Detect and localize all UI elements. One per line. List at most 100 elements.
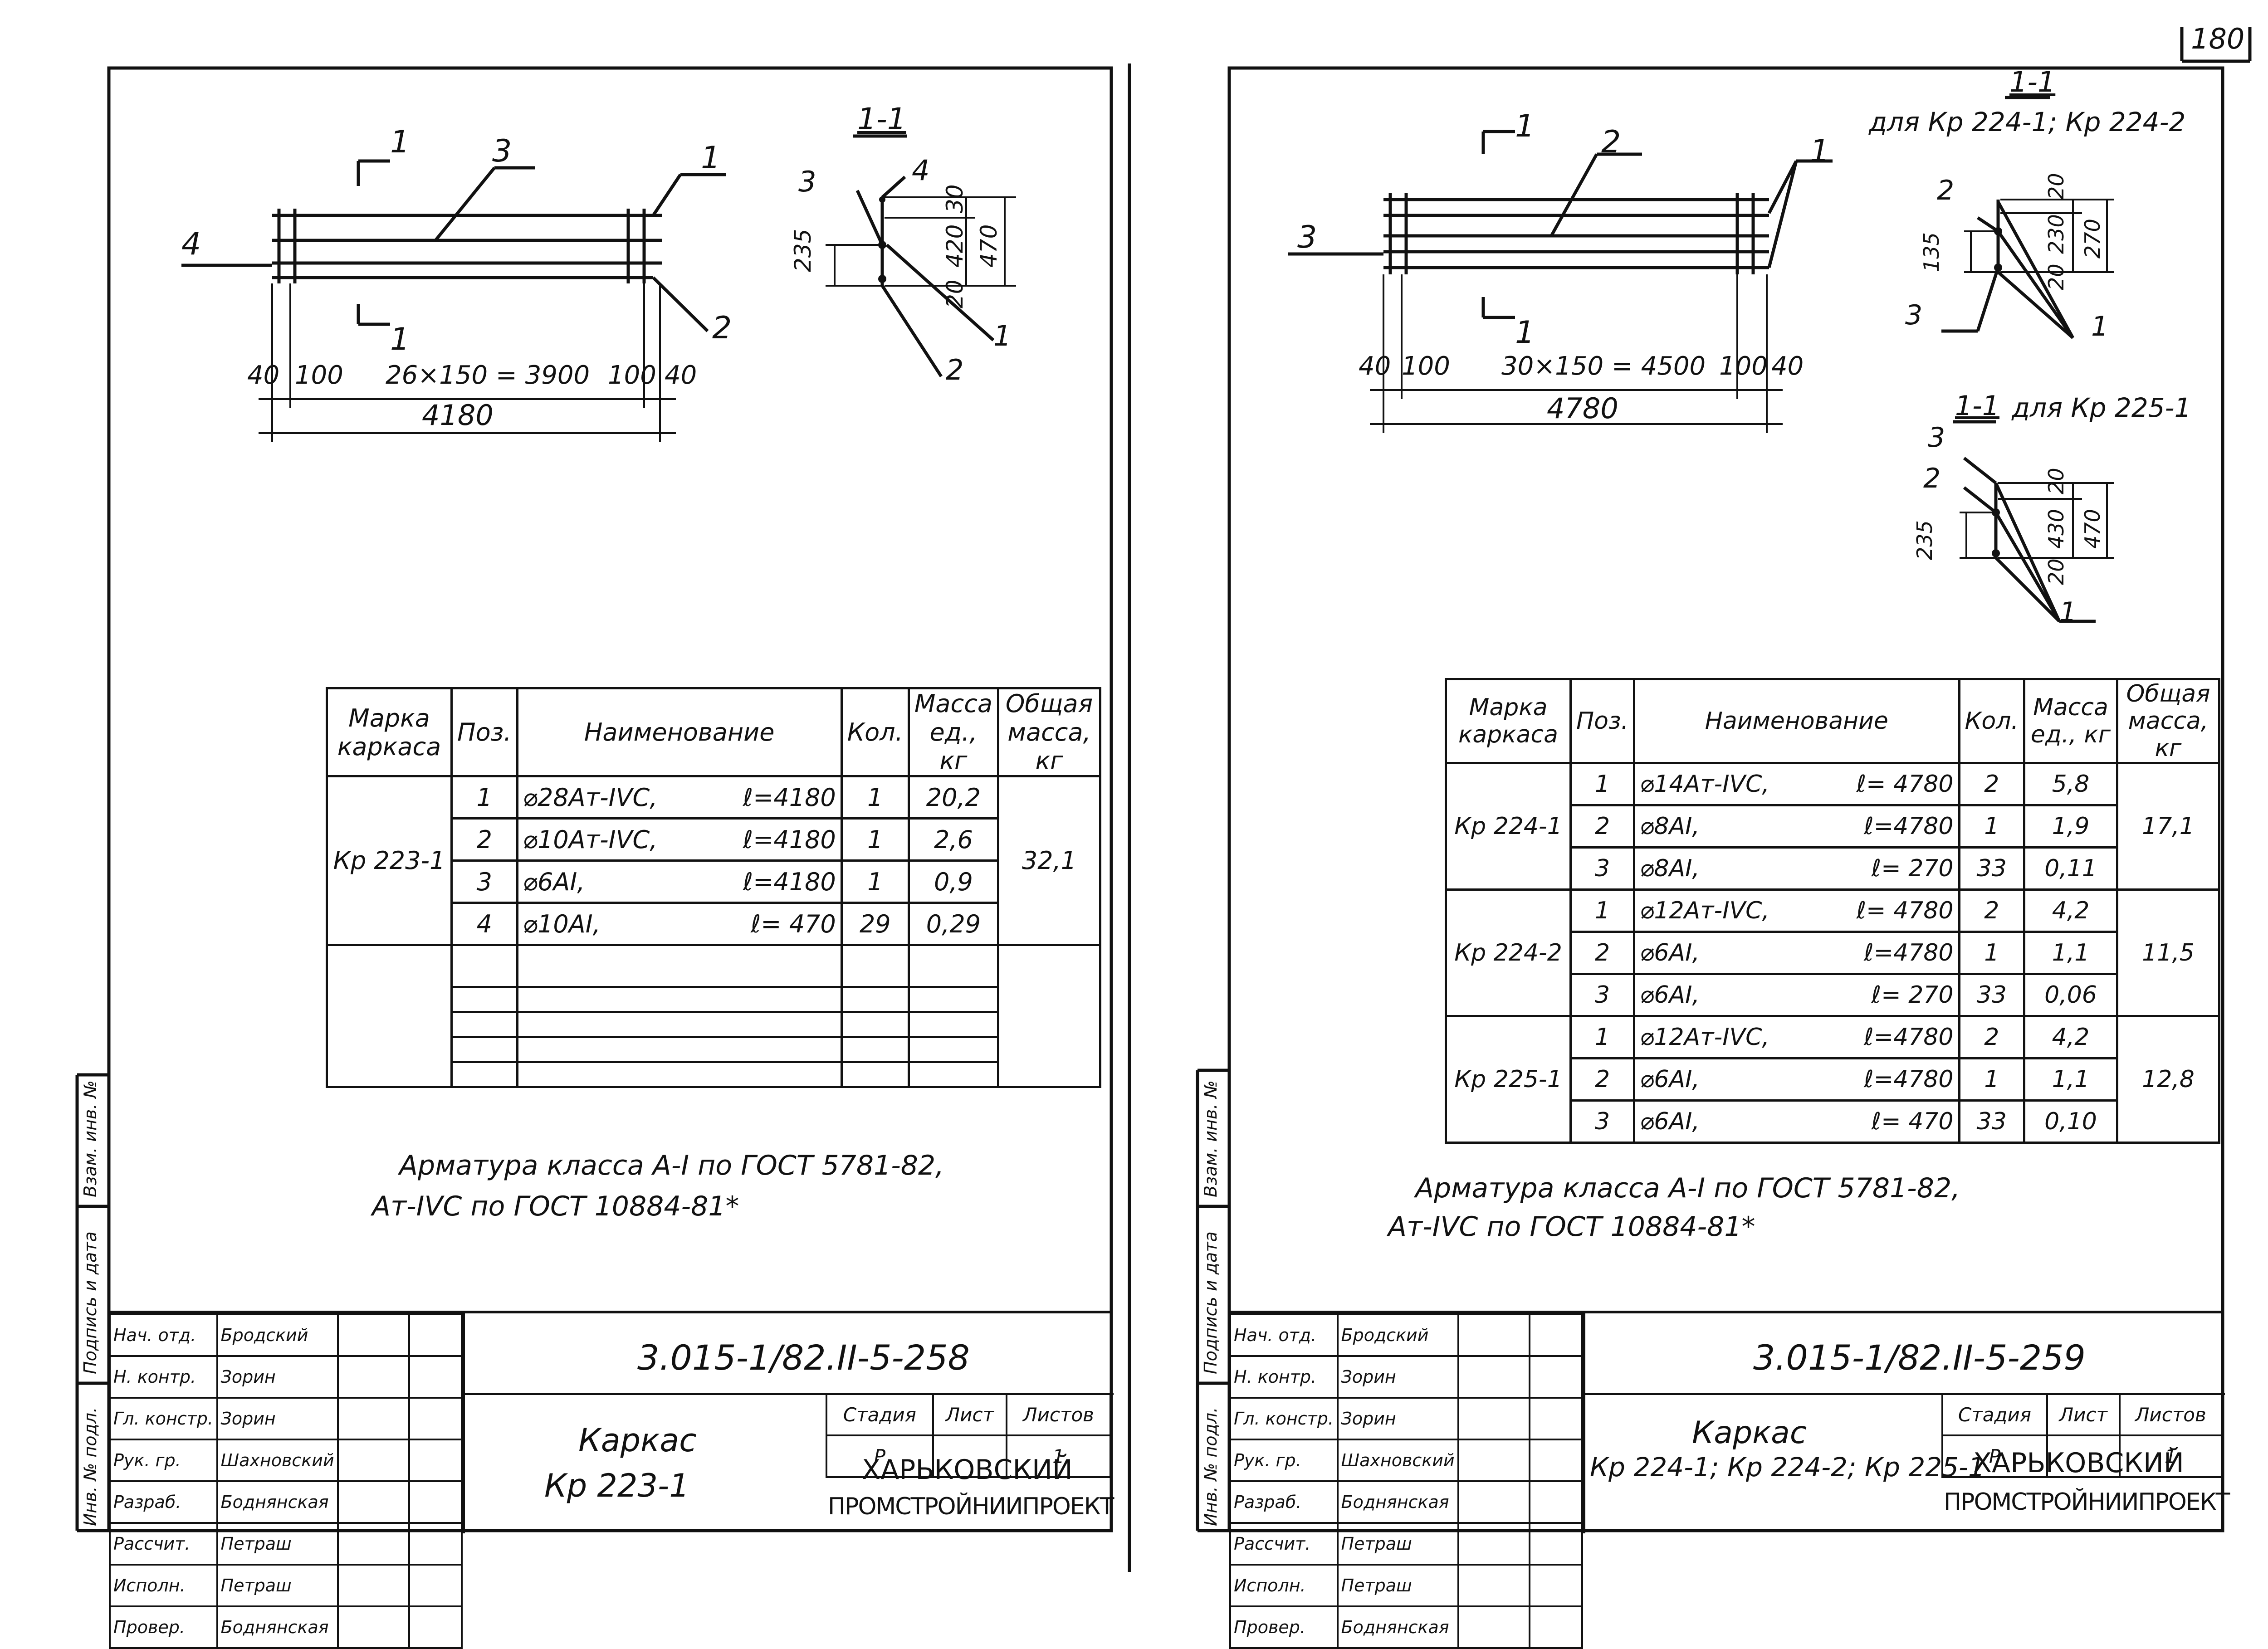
- name-cell: Петраш: [1336, 1564, 1460, 1607]
- col-header-total: Общая масса, кг: [2116, 678, 2220, 764]
- col-header-qty: Кол.: [840, 687, 910, 777]
- section2-dim-20b: 20: [2044, 558, 2068, 585]
- signature-cell: [1457, 1313, 1530, 1357]
- cell-mark: Кр 223-1: [326, 775, 453, 946]
- section-dim-470: 470: [976, 224, 1002, 268]
- cell-len: ℓ=4780: [1818, 1057, 1960, 1102]
- doc-code-box: 3.015-1/82.II-5-259: [1583, 1313, 2225, 1395]
- dim-40-left: 40: [247, 361, 280, 390]
- title-block: Нач. отд.Бродский Н. контр.Зорин Гл. кон…: [109, 1311, 1114, 1649]
- side-label-sign: Подпись и дата: [80, 1231, 100, 1374]
- signature-row: Н. контр.Зорин: [1229, 1355, 1584, 1399]
- signature-row: Рук. гр.Шахновский: [109, 1439, 463, 1482]
- section2-title: 1-1: [1955, 390, 1999, 422]
- cell-name: ⌀28Ат-IVС,: [516, 775, 707, 820]
- section-dim-30: 30: [942, 184, 968, 213]
- role-cell: Нач. отд.: [1229, 1313, 1339, 1357]
- table-row-empty: [327, 1061, 1100, 1088]
- cell-pos: 1: [1569, 1015, 1636, 1059]
- pos-label-3: 3: [1297, 220, 1317, 255]
- role-cell: Исполн.: [109, 1564, 218, 1607]
- side-label-inv: Инв. № подл.: [1201, 1407, 1221, 1526]
- pos-label-4: 4: [181, 226, 201, 262]
- cell-pos: 3: [1569, 973, 1636, 1017]
- sheet-value: [2046, 1434, 2121, 1478]
- section-pos-2: 2: [1937, 175, 1955, 206]
- page-number: 180: [2191, 22, 2245, 55]
- section-dim-270: 270: [2080, 219, 2105, 259]
- dim-40-left: 40: [1359, 351, 1391, 381]
- section-pos-1: 1: [993, 319, 1012, 352]
- cell-name: ⌀6АI,: [1633, 1057, 1818, 1102]
- section-pos-4: 4: [912, 154, 930, 187]
- col-header-total: Общая масса, кг: [997, 687, 1101, 777]
- signature-row: Н. контр.Зорин: [109, 1355, 463, 1399]
- role-cell: Рук. гр.: [1229, 1439, 1339, 1482]
- cell-pos: 3: [1569, 1099, 1636, 1144]
- cell-mass: 4,2: [2023, 1015, 2118, 1059]
- note-line-2: Ат-IVС по ГОСТ 10884-81*: [1388, 1211, 1755, 1243]
- stage-value: Р: [826, 1434, 934, 1478]
- role-cell: Н. контр.: [1229, 1355, 1339, 1399]
- cell-mass: 0,9: [907, 859, 1000, 904]
- stage-label: Стадия: [826, 1393, 934, 1436]
- section-pos-3: 3: [1905, 299, 1923, 331]
- table-row: 3 ⌀6АI, ℓ= 270 33 0,06: [1446, 973, 2219, 1017]
- cell-mark: Кр 224-2: [1445, 888, 1572, 1017]
- name-cell: Боднянская: [216, 1605, 339, 1649]
- cell-name: ⌀12Ат-IVС,: [1633, 1015, 1818, 1059]
- table-row: Кр 225-1 1 ⌀12Ат-IVС, ℓ=4780 2 4,2 12,8: [1445, 1015, 2220, 1144]
- cell-name: ⌀14Ат-IVС,: [1633, 762, 1818, 806]
- pos-label-3: 3: [492, 133, 512, 169]
- name-cell: Петраш: [216, 1564, 339, 1607]
- table-row-empty: [326, 944, 1101, 1088]
- col-header-mass: Масса ед., кг: [907, 687, 1000, 777]
- side-label-inv: Инв. № подл.: [80, 1407, 100, 1526]
- sheet-title-line-2: Кр 224-1; Кр 224-2; Кр 225-1: [1590, 1452, 1985, 1483]
- section2-dim-430: 430: [2044, 509, 2068, 549]
- sheet-value: [932, 1434, 1007, 1478]
- role-cell: Разраб.: [1229, 1480, 1339, 1524]
- section-dim-135: 135: [1919, 232, 1944, 272]
- cell-pos: 4: [450, 902, 518, 946]
- cell-name: ⌀6АI,: [1633, 1099, 1818, 1144]
- signature-row: Гл. констр.Зорин: [1229, 1397, 1584, 1440]
- name-cell: Петраш: [1336, 1522, 1460, 1566]
- org-name-line-1: ХАРЬКОВСКИЙ: [1973, 1447, 2184, 1479]
- cell-mass: 0,29: [907, 902, 1000, 946]
- cell-name: ⌀6АI,: [1633, 973, 1818, 1017]
- cell-pos: 2: [1569, 931, 1636, 975]
- table-row: 3 ⌀6АI, ℓ= 470 33 0,10: [1446, 1099, 2219, 1144]
- section2-dim-470: 470: [2080, 509, 2105, 549]
- cell-pos: 1: [1569, 762, 1636, 806]
- signature-row: Рук. гр.Шахновский: [1229, 1439, 1584, 1482]
- cut-label-bottom: 1: [1515, 315, 1535, 351]
- drawing-linework: [75, 27, 2252, 1572]
- name-cell: Петраш: [216, 1522, 339, 1566]
- dim-100-right: 100: [608, 361, 656, 390]
- signature-row: Провер.Боднянская: [1229, 1605, 1584, 1649]
- spec-table: Марка каркаса Поз. Наименование Кол. Мас…: [326, 687, 1101, 1088]
- col-header-mark: Марка каркаса: [326, 687, 453, 777]
- signature-table: Нач. отд.Бродский Н. контр.Зорин Гл. кон…: [1229, 1313, 1584, 1649]
- signature-row: Разраб.Боднянская: [109, 1480, 463, 1524]
- dim-40-right: 40: [1771, 351, 1804, 381]
- col-header-name: Наименование: [1633, 678, 1960, 764]
- name-cell: Бродский: [216, 1313, 339, 1357]
- table-row: Кр 223-1 1 ⌀28Ат-IVС, ℓ=4180 1 20,2 32,1: [326, 775, 1101, 946]
- note-line-1: Арматура класса А-I по ГОСТ 5781-82,: [1415, 1172, 1960, 1204]
- role-cell: Провер.: [1229, 1605, 1339, 1649]
- table-row: 2 ⌀6АI, ℓ=4780 1 1,1: [1446, 931, 2219, 975]
- cell-pos: 3: [450, 859, 518, 904]
- signature-row: Разраб.Боднянская: [1229, 1480, 1584, 1524]
- name-cell: Бродский: [1336, 1313, 1460, 1357]
- cut-label-top: 1: [1515, 108, 1535, 144]
- cell-total: 11,5: [2116, 888, 2220, 1017]
- sheet-label: Лист: [2046, 1393, 2121, 1436]
- table-row-empty: [327, 986, 1100, 1013]
- role-cell: Провер.: [109, 1605, 218, 1649]
- cell-qty: 1: [840, 775, 910, 820]
- section-title: 1-1: [2009, 65, 2056, 98]
